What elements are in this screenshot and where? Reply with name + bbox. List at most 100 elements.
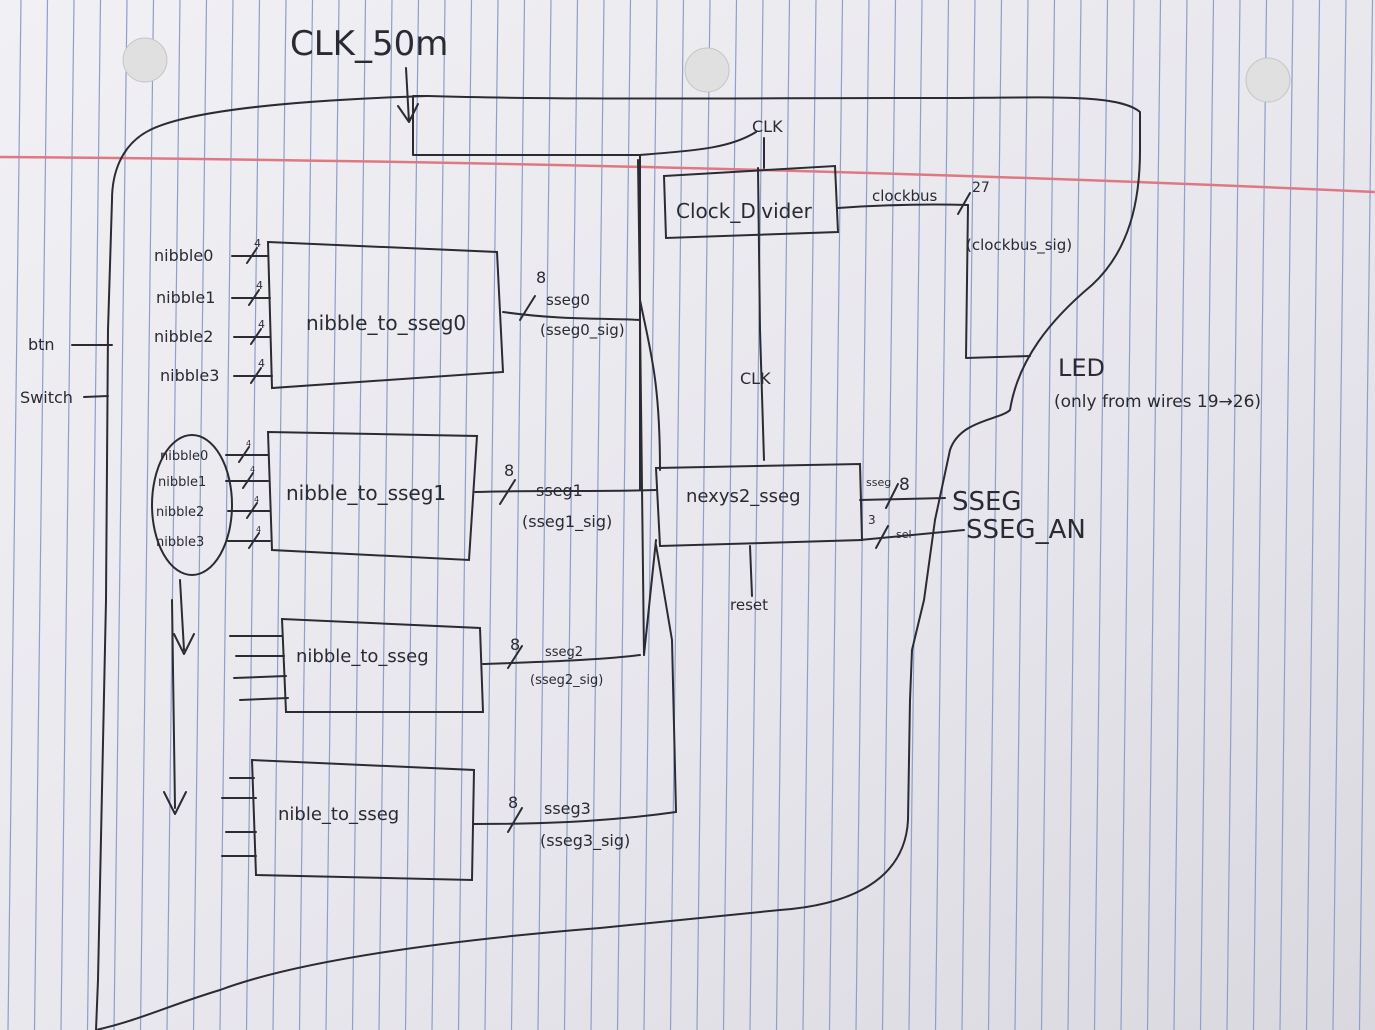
punch-hole-middle <box>684 47 730 93</box>
clk-label-top: CLK <box>752 117 783 136</box>
switch-wire <box>83 395 109 398</box>
led-label: LED <box>1058 354 1105 382</box>
nibble-input-wire <box>231 247 269 264</box>
top-loop-wire <box>427 95 1141 521</box>
clock-divider-box <box>662 164 840 240</box>
margin-line <box>0 155 1375 194</box>
sseg-an-width: 3 <box>868 513 876 527</box>
sseg-out-width: 8 <box>899 475 910 495</box>
down-arrow-2 <box>163 599 187 815</box>
clk-arrow <box>397 67 419 123</box>
sseg2-bus-vertical <box>643 539 657 656</box>
switch-label: Switch <box>20 388 73 407</box>
nibble-input-wire <box>233 328 271 345</box>
clk-50m-label: CLK_50m <box>290 24 448 64</box>
sseg1-wire <box>474 489 657 493</box>
sseg1-slash <box>499 479 516 505</box>
nibble-to-sseg2-label: nibble_to_sseg <box>296 646 429 667</box>
nibble-input-width: 4 <box>254 495 259 504</box>
sseg0-sig-label: (sseg0_sig) <box>540 321 625 340</box>
nibble-to-sseg3-box <box>250 758 476 882</box>
nibble-to-sseg3-group: nible_to_sseg 8 sseg3 (sseg3_sig) <box>221 758 677 882</box>
nibble-input-wire <box>233 367 273 384</box>
nibble-input-width: 4 <box>254 237 261 250</box>
nibble-input-label: nibble0 <box>154 246 213 265</box>
sseg2-wire <box>482 654 641 665</box>
sseg-output-label: SSEG <box>952 487 1022 517</box>
sseg-out-slash <box>885 483 899 509</box>
nibble-to-sseg2-box <box>280 617 485 713</box>
btn-label: btn <box>28 335 55 354</box>
nexys2-sseg-label: nexys2_sseg <box>686 486 801 507</box>
sseg3-bus-vertical <box>655 544 677 813</box>
clk-label-mid: CLK <box>740 369 771 388</box>
sseg0-slash <box>519 295 536 321</box>
nibble-input-label: nibble3 <box>156 535 204 550</box>
sseg1-width: 8 <box>504 461 514 480</box>
sseg-bus-left <box>639 154 645 656</box>
clockbus-slash <box>957 192 971 215</box>
nibble-input-wire <box>227 502 271 519</box>
ruling-lines <box>7 0 1374 1030</box>
reset-wire <box>749 545 753 597</box>
nibble-to-sseg1-label: nibble_to_sseg1 <box>286 481 446 505</box>
clk-bus-mid <box>637 159 661 471</box>
nibble-input-width: 4 <box>256 525 261 534</box>
nibble-input-wire <box>227 532 271 549</box>
nibble-input-wire <box>231 289 271 306</box>
clk-to-nexys <box>757 167 765 461</box>
sseg-an-wire <box>859 529 965 541</box>
nibble-input-width: 4 <box>250 465 255 474</box>
sseg1-label: sseg1 <box>536 481 583 500</box>
nibble-input-label: nibble2 <box>156 505 204 520</box>
nexys2-sseg-group: nexys2_sseg reset sseg 8 SSEG 3 sel SSEG… <box>654 462 1086 614</box>
nibble-input-label: nibble3 <box>160 366 219 385</box>
clock-divider-label: Clock_Divider <box>676 199 813 223</box>
sseg3-slash <box>507 807 523 833</box>
sseg-out-wire <box>859 497 946 501</box>
left-bus-wire <box>95 95 429 1030</box>
nibble-to-sseg0-label: nibble_to_sseg0 <box>306 311 466 335</box>
nibble-to-sseg2-group: nibble_to_sseg 8 sseg2 (sseg2_sig) <box>229 617 641 713</box>
nibble-to-sseg3-label: nible_to_sseg <box>278 804 399 825</box>
nibble-input-label: nibble2 <box>154 327 213 346</box>
nibble-input-wire <box>225 446 269 463</box>
nibble-input-wire <box>225 472 269 489</box>
sseg2-width: 8 <box>510 635 520 654</box>
clockbus-label: clockbus <box>872 187 938 205</box>
down-arrow-1 <box>173 579 195 655</box>
led-note: (only from wires 19→26) <box>1054 392 1261 412</box>
nibble-to-sseg0-group: nibble_to_sseg0 nibble0 4 nibble1 4 nibble2 4… <box>154 237 641 390</box>
sseg3-wire <box>473 811 677 825</box>
nibble-input-label: nibble0 <box>160 449 208 464</box>
nibble-to-sseg2-inputs <box>229 635 289 701</box>
nibble-input-label: nibble1 <box>156 288 215 307</box>
nibble-input-width: 4 <box>256 279 263 292</box>
reset-label: reset <box>730 596 768 614</box>
clk-bus-top <box>412 95 757 156</box>
sseg0-width: 8 <box>536 268 546 287</box>
sseg2-label: sseg2 <box>545 645 583 660</box>
sseg0-wire <box>502 311 641 321</box>
nibble-input-width: 4 <box>246 439 251 448</box>
sseg0-label: sseg0 <box>546 291 590 309</box>
sseg3-label: sseg3 <box>544 799 591 818</box>
clockbus-sig-label: (clockbus_sig) <box>966 236 1072 255</box>
nibble-input-width: 4 <box>258 318 265 331</box>
sseg3-width: 8 <box>508 793 518 812</box>
led-wire <box>965 204 1031 359</box>
nibble-input-width: 4 <box>258 357 265 370</box>
bottom-loop-wire <box>95 519 936 1030</box>
punch-hole-right <box>1245 57 1291 103</box>
nibble-to-sseg1-group: nibble_to_sseg1 nibble0 4 nibble1 4 nibble2 4… <box>151 430 657 815</box>
nibble-input-label: nibble1 <box>158 475 206 490</box>
nibble-group-ellipse <box>151 434 233 576</box>
punch-hole-left <box>122 37 168 83</box>
sseg3-sig-label: (sseg3_sig) <box>540 831 630 851</box>
clockbus-width: 27 <box>972 180 990 196</box>
sseg2-sig-label: (sseg2_sig) <box>530 673 603 688</box>
sseg2-slash <box>507 645 523 669</box>
clockbus-wire <box>837 203 969 209</box>
sseg-port-label: sseg <box>866 476 891 489</box>
